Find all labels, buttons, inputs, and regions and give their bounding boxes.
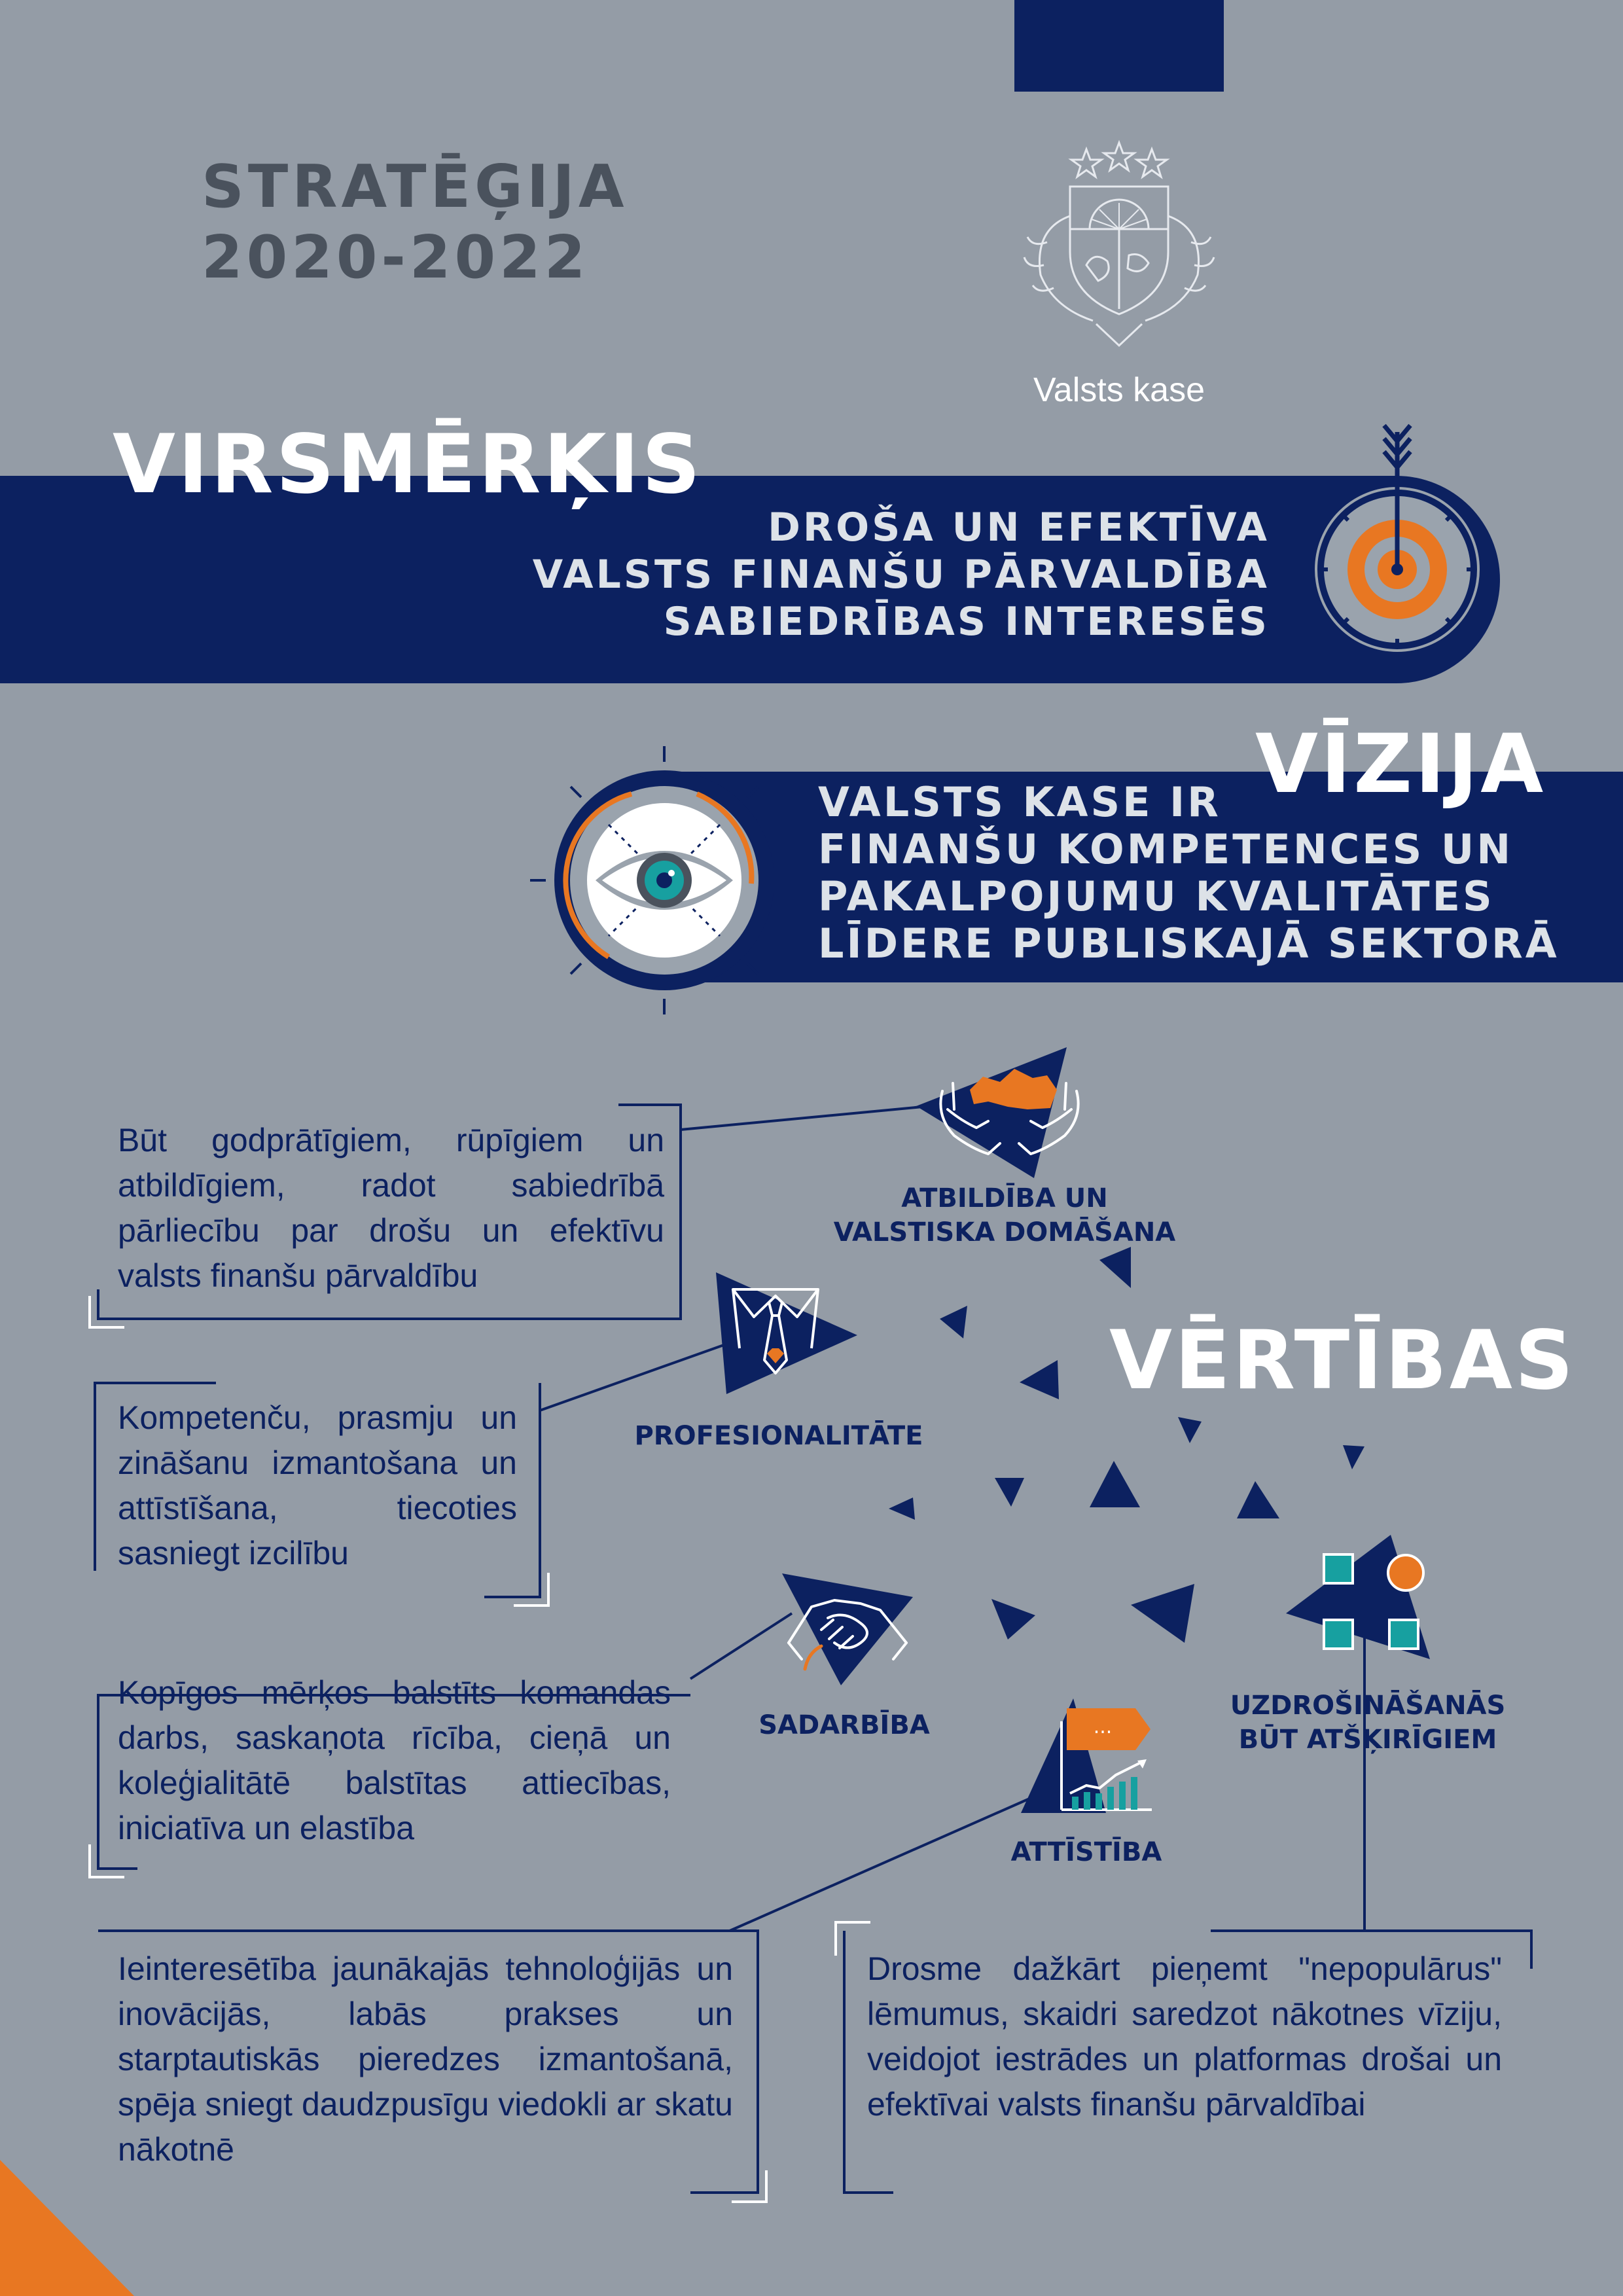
vision-line-3: PAKALPOJUMU KVALITĀTES [818,872,1495,920]
vision-text: VALSTS KASE IR FINANŠU KOMPETENCES UN PA… [818,779,1616,967]
value-label-development: ATTĪSTĪBA [1010,1837,1162,1867]
value-label-responsibility: ATBILDĪBA UN VALSTISKA DOMĀŠANA [833,1183,1176,1247]
mission-line-2: VALSTS FINANŠU PĀRVALDĪBA [532,552,1270,598]
strategy-title-years: 2020-2022 [202,223,590,292]
vision-band [654,772,1623,982]
coat-of-arms-icon [1023,139,1215,348]
vision-title: VĪZIJA [1255,717,1546,812]
flag-text: ... [1094,1715,1113,1738]
strategy-title: STRATĒĢIJA 2020-2022 [202,152,628,293]
value-label-cooperation: SADARBĪBA [758,1710,930,1740]
strategy-title-line1: STRATĒĢIJA [202,152,628,221]
value-description-professionalism: Kompetenču, prasmju un zināšanu izmantoš… [118,1399,517,1571]
orange-corner-triangle [0,2160,134,2296]
vision-line-1: VALSTS KASE IR [818,778,1221,826]
mission-line-1: DROŠA UN EFEKTĪVA [768,505,1270,550]
target-arrow-icon [1315,423,1480,652]
value-description-cooperation: Kopīgos mērķos balstīts komandas darbs, … [118,1674,671,1846]
eye-vision-icon [530,746,798,1014]
vision-line-4: LĪDERE PUBLISKAJĀ SEKTORĀ [818,920,1560,967]
top-navy-block [1014,0,1224,92]
value-label-professionalism: PROFESIONALITĀTE [634,1421,923,1451]
different-shapes-icon [1286,1535,1430,1659]
flag-growth-chart-icon: ... [1021,1698,1152,1813]
value-description-development: Ieinteresētība jaunākajās tehnoloģijās u… [118,1950,733,2168]
logo-caption: Valsts kase [1033,371,1205,409]
value-description-responsibility: Būt godprātīgiem, rūpīgiem un atbildīgie… [118,1122,664,1294]
shirt-tie-icon [716,1272,857,1394]
values-title: VĒRTĪBAS [1109,1314,1577,1408]
vision-line-2: FINANŠU KOMPETENCES UN [818,825,1514,873]
hands-latvia-icon [916,1047,1080,1178]
value-description-daring: Drosme dažkārt pieņemt "nepopulārus" lēm… [867,1950,1502,2123]
mission-text: DROŠA UN EFEKTĪVA VALSTS FINANŠU PĀRVALD… [458,504,1270,645]
mission-title: VIRSMĒRĶIS [113,418,704,512]
value-label-daring: UZDROŠINĀŠANĀS BŪT ATŠĶIRĪGIEM [1230,1691,1506,1755]
mission-line-3: SABIEDRĪBAS INTERESĒS [663,599,1270,645]
handshake-icon [782,1573,913,1685]
mission-band [0,476,1500,683]
